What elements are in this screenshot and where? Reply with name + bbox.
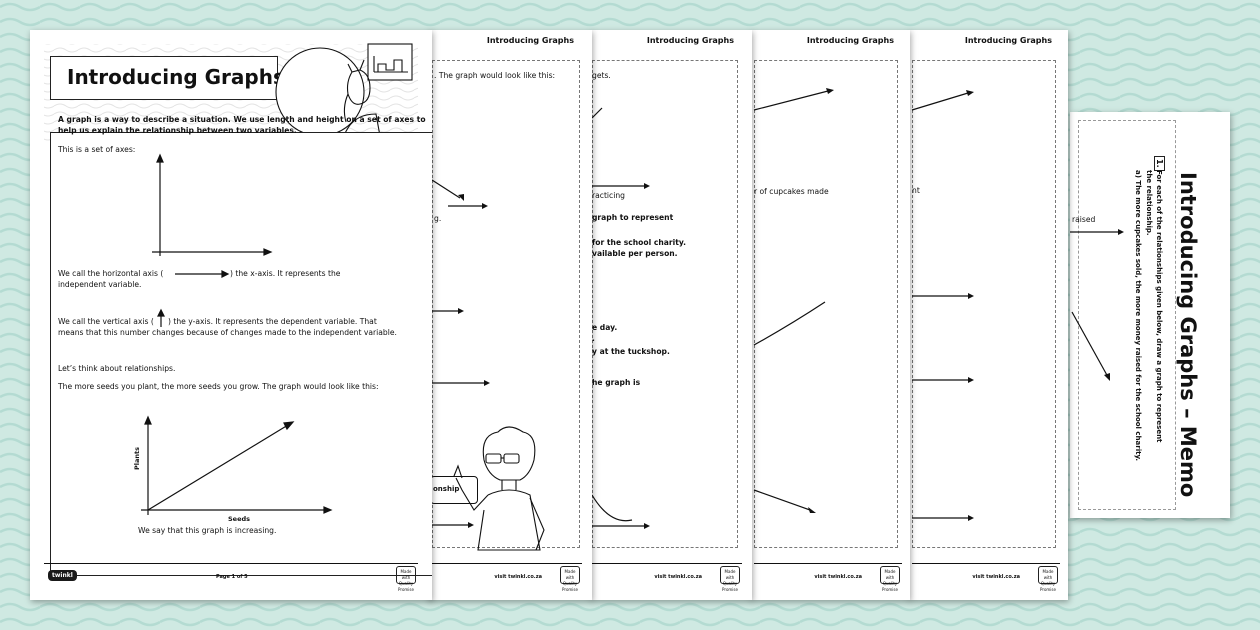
page-1-footer: twinkl Page 1 of 5 Made with Quality Pro…	[44, 563, 418, 592]
memo-raised-label: raised	[1072, 215, 1096, 224]
page-1-graph-x-label: Seeds	[228, 515, 251, 523]
page-1-page-number: Page 1 of 5	[216, 574, 248, 580]
page-1-intro-1: A graph is a way to describe a situation…	[58, 115, 426, 124]
worksheet-page-2: Introducing Graphs . The graph would loo…	[428, 30, 592, 600]
page-4-header: Introducing Graphs	[806, 36, 894, 45]
page-3-text-5: vailable per person.	[592, 249, 678, 258]
worksheet-page-3: Introducing Graphs gets. racticing graph…	[590, 30, 752, 600]
page-3-header: Introducing Graphs	[646, 36, 734, 45]
boy-character-illustration	[453, 426, 545, 551]
page-3-text-3: graph to represent	[592, 213, 674, 222]
page-1-intro-2: help us explain the relationship between…	[58, 126, 297, 135]
page-4-badge: Made with Quality Promise	[880, 566, 900, 592]
page-3-text-6: e day.	[592, 323, 618, 332]
page-3-site: visit twinkl.co.za	[654, 574, 702, 580]
page-5-header: Introducing Graphs	[964, 36, 1052, 45]
page-1-increasing: We say that this graph is increasing.	[138, 526, 277, 535]
page-5-footer: visit twinkl.co.za Made with Quality Pro…	[912, 563, 1060, 592]
page-2-site: visit twinkl.co.za	[494, 574, 542, 580]
memo-page: Introducing Graphs – Memo 1. For each of…	[1070, 112, 1230, 518]
page-4-text-1: r of cupcakes made	[754, 187, 829, 196]
page-3-text-2: racticing	[592, 191, 625, 200]
page-1-vertical-text-a: We call the vertical axis (	[58, 317, 154, 326]
page-5-graphs	[911, 90, 974, 521]
page-3-text-1: gets.	[592, 71, 611, 80]
page-3-text-4: for the school charity.	[592, 238, 686, 247]
girl-character-illustration	[275, 43, 413, 137]
page-5-text-1: nt	[912, 186, 920, 195]
page-3-text-7: .	[592, 334, 595, 343]
page-3-text-9: he graph is	[592, 378, 641, 387]
page-1-horizontal-text-a: We call the horizontal axis (	[58, 269, 164, 278]
page-1-seeds-text: The more seeds you plant, the more seeds…	[58, 382, 379, 391]
page-3-badge: Made with Quality Promise	[720, 566, 740, 592]
page-3-graphs	[591, 107, 650, 529]
page-1-graph-y-label: Plants	[133, 447, 141, 470]
page-2-text-2: g.	[434, 214, 442, 223]
page-1-diagrams	[141, 153, 333, 515]
page-3-frame	[592, 60, 738, 548]
twinkl-logo: twinkl	[48, 570, 77, 581]
page-1-title: Introducing Graphs	[67, 65, 285, 89]
page-2-callout-text: onship	[433, 485, 460, 493]
worksheet-page-5: Introducing Graphs nt visit twinkl.co.za…	[908, 30, 1068, 600]
memo-frame	[1078, 120, 1176, 510]
page-1-horizontal-text-c: independent variable.	[58, 280, 142, 289]
page-5-frame	[912, 60, 1056, 548]
page-2-footer: visit twinkl.co.za Made with Quality Pro…	[432, 563, 582, 592]
page-1-horizontal-text-b: ) the x-axis. It represents the	[230, 269, 341, 278]
page-4-footer: visit twinkl.co.za Made with Quality Pro…	[754, 563, 902, 592]
page-5-site: visit twinkl.co.za	[972, 574, 1020, 580]
page-2-graphs	[431, 179, 490, 528]
page-1-badge: Made with Quality Promise	[396, 566, 416, 592]
page-2-header: Introducing Graphs	[486, 36, 574, 45]
page-1-title-box: Introducing Graphs	[50, 56, 285, 100]
page-4-frame	[754, 60, 898, 548]
page-2-text-1: . The graph would look like this:	[434, 71, 556, 80]
page-4-site: visit twinkl.co.za	[814, 574, 862, 580]
page-2-badge: Made with Quality Promise	[560, 566, 580, 592]
page-1-content-box	[50, 132, 432, 576]
page-1-vertical-text-b: ) the y-axis. It represents the dependen…	[168, 317, 377, 326]
memo-graph	[1070, 229, 1124, 381]
page-2-frame	[432, 60, 580, 548]
worksheet-page-4: Introducing Graphs r of cupcakes made vi…	[750, 30, 910, 600]
page-5-badge: Made with Quality Promise	[1038, 566, 1058, 592]
page-1-vertical-text-c: means that this number changes because o…	[58, 328, 397, 337]
page-1-relationships: Let’s think about relationships.	[58, 364, 176, 373]
worksheet-page-1: Introducing Graphs A graph is a way to d…	[30, 30, 432, 600]
page-3-footer: visit twinkl.co.za Made with Quality Pro…	[592, 563, 742, 592]
page-2-callout: onship	[430, 476, 478, 504]
page-1-axes-caption: This is a set of axes:	[58, 145, 136, 154]
page-3-text-8: y at the tuckshop.	[592, 347, 670, 356]
page-4-graphs	[753, 88, 834, 513]
